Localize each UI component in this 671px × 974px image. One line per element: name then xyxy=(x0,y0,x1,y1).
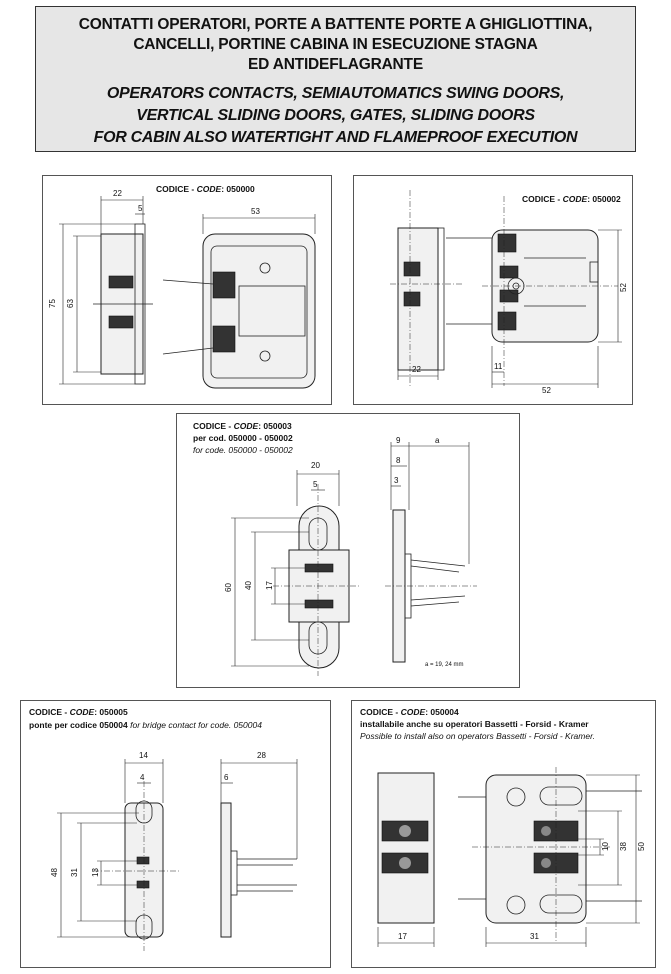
dim-13: 13 xyxy=(91,868,100,877)
dim-22: 22 xyxy=(113,189,122,198)
dim-52-horizontal: 52 xyxy=(542,386,551,395)
bridge-description: ponte per codice 050004 for bridge conta… xyxy=(29,720,262,730)
dim-60: 60 xyxy=(224,583,233,592)
dim-5: 5 xyxy=(138,204,143,213)
dim-11: 11 xyxy=(494,362,503,371)
install-note-english: Possible to install also on operators Ba… xyxy=(360,731,595,741)
dim-22: 22 xyxy=(412,365,421,374)
panel-code-050002: CODICE - CODE: 050002 22 52 xyxy=(353,175,633,405)
compatibility-english: for code. 050000 - 050002 xyxy=(193,445,293,455)
dim-52-vertical: 52 xyxy=(619,283,628,292)
bridge-side-view xyxy=(220,802,232,938)
dim-17: 17 xyxy=(265,581,274,590)
dim-10: 10 xyxy=(601,842,610,851)
code-label: CODICE - CODE: 050002 xyxy=(522,194,621,204)
drawing-050002: 22 52 52 11 xyxy=(390,190,628,395)
dim-17: 17 xyxy=(398,932,407,941)
dim-53: 53 xyxy=(251,207,260,216)
front-view-body xyxy=(485,774,587,924)
dim-40: 40 xyxy=(244,581,253,590)
side-view-body xyxy=(377,772,435,924)
drawing-050004: 17 10 38 50 31 xyxy=(377,767,646,947)
dim-5: 5 xyxy=(313,480,318,489)
title-english-line-3: FOR CABIN ALSO WATERTIGHT AND FLAMEPROOF… xyxy=(93,129,578,146)
dim-4: 4 xyxy=(140,773,145,782)
code-label: CODICE - CODE: 050000 xyxy=(156,184,255,194)
dim-28: 28 xyxy=(257,751,266,760)
install-note-italian: installabile anche su operatori Bassetti… xyxy=(360,719,589,729)
dim-14: 14 xyxy=(139,751,148,760)
panel-code-050004: CODICE - CODE: 050004 installabile anche… xyxy=(351,700,656,968)
title-italian-line-3: ED ANTIDEFLAGRANTE xyxy=(248,56,423,73)
dim-63: 63 xyxy=(66,299,75,308)
compatibility-italian: per cod. 050000 - 050002 xyxy=(193,433,293,443)
code-label: CODICE - CODE: 050004 xyxy=(360,707,459,717)
dim-48: 48 xyxy=(50,868,59,877)
dim-31: 31 xyxy=(530,932,539,941)
dim-20: 20 xyxy=(311,461,320,470)
panel-code-050000: CODICE - CODE: 050000 22 5 75 63 xyxy=(42,175,332,405)
note-a-values: a = 19, 24 mm xyxy=(425,662,464,668)
drawing-050005: 14 4 48 31 13 28 6 xyxy=(50,751,298,951)
dim-31: 31 xyxy=(70,868,79,877)
title-block: CONTATTI OPERATORI, PORTE A BATTENTE POR… xyxy=(35,6,636,152)
dim-6: 6 xyxy=(224,773,229,782)
front-view-body xyxy=(202,233,316,389)
dim-a: a xyxy=(435,436,440,445)
drawing-050003: 20 5 60 40 17 9 a 8 3 a = 19, 24 mm xyxy=(224,436,477,676)
title-english-line-1: OPERATORS CONTACTS, SEMIAUTOMATICS SWING… xyxy=(106,85,565,102)
dim-8: 8 xyxy=(396,456,401,465)
dim-9: 9 xyxy=(396,436,401,445)
title-english-line-2: VERTICAL SLIDING DOORS, GATES, SLIDING D… xyxy=(136,107,535,124)
dim-50: 50 xyxy=(637,842,646,851)
panel-code-050005: CODICE - CODE: 050005 ponte per codice 0… xyxy=(20,700,331,968)
drawing-050000: 22 5 75 63 53 xyxy=(48,189,316,389)
panel-code-050003: CODICE - CODE: 050003 per cod. 050000 - … xyxy=(176,413,520,688)
dim-75: 75 xyxy=(48,299,57,308)
dim-38: 38 xyxy=(619,842,628,851)
code-label: CODICE - CODE: 050003 xyxy=(193,421,292,431)
code-label: CODICE - CODE: 050005 xyxy=(29,707,128,717)
title-italian-line-2: CANCELLI, PORTINE CABINA IN ESECUZIONE S… xyxy=(133,36,538,53)
title-italian-line-1: CONTATTI OPERATORI, PORTE A BATTENTE POR… xyxy=(78,16,593,33)
dim-3: 3 xyxy=(394,476,399,485)
